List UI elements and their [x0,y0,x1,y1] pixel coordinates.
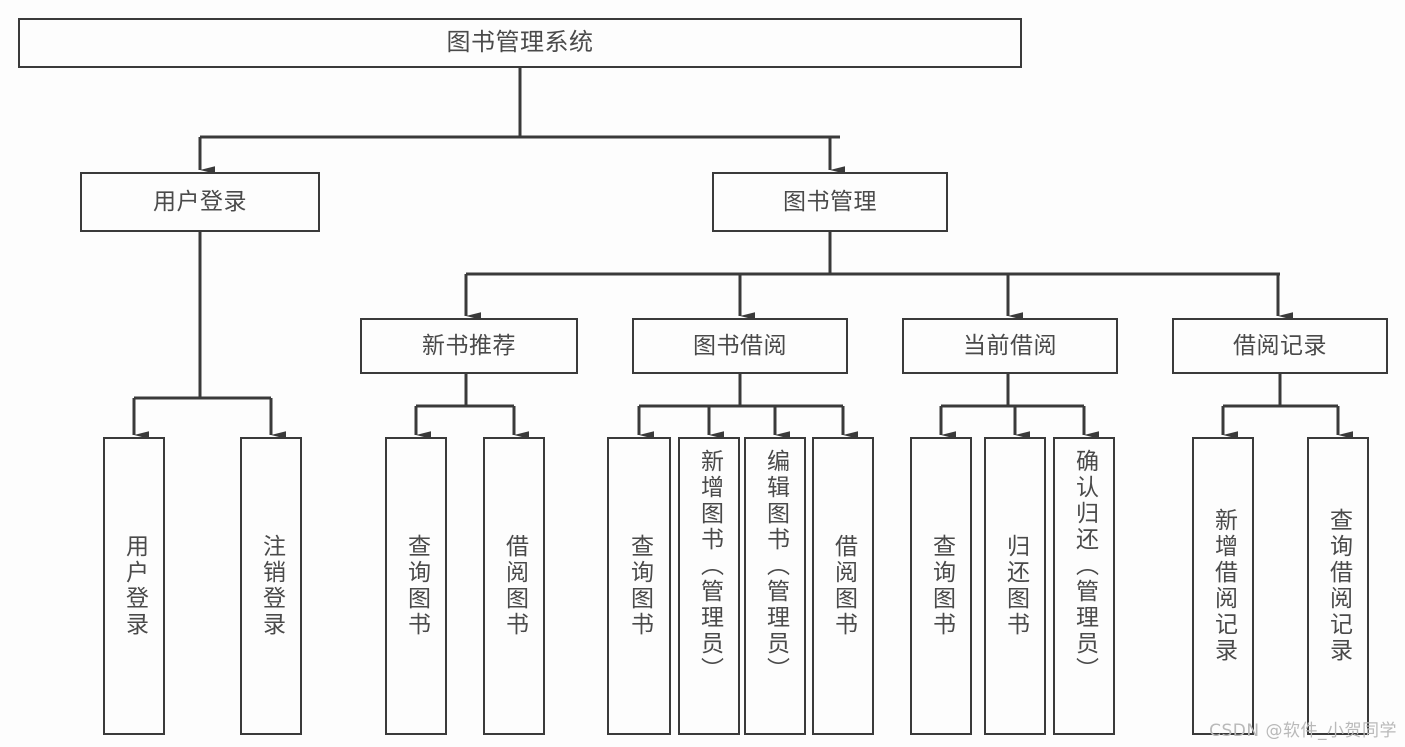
node-leaf-borrow-book-2[interactable]: 借阅图书 [812,437,874,735]
node-leaf-edit-book[interactable]: 编辑图书（管理员） [744,437,806,735]
node-leaf-query-book-2[interactable]: 查询图书 [607,437,671,735]
node-borrow-record[interactable]: 借阅记录 [1172,318,1388,374]
node-leaf-add-record[interactable]: 新增借阅记录 [1192,437,1254,735]
node-leaf-user-login[interactable]: 用户登录 [103,437,165,735]
node-leaf-logout-label: 注销登录 [258,534,285,638]
node-book-borrow-label: 图书借阅 [693,332,787,359]
node-current-borrow-label: 当前借阅 [963,332,1057,359]
node-leaf-user-login-label: 用户登录 [121,534,148,638]
node-root-label: 图书管理系统 [446,28,594,57]
node-leaf-borrow-book-1[interactable]: 借阅图书 [483,437,545,735]
node-leaf-logout[interactable]: 注销登录 [240,437,302,735]
node-leaf-query-record[interactable]: 查询借阅记录 [1307,437,1369,735]
node-leaf-return-book-label: 归还图书 [1002,534,1029,638]
node-user-login[interactable]: 用户登录 [80,172,320,232]
node-book-manage-label: 图书管理 [783,188,877,215]
node-new-book-rec-label: 新书推荐 [422,332,516,359]
node-borrow-record-label: 借阅记录 [1233,332,1327,359]
node-user-login-label: 用户登录 [153,188,247,215]
node-leaf-query-book-2-label: 查询图书 [626,534,653,638]
csdn-watermark: CSDN @软件_小贺同学 [1209,721,1397,741]
node-leaf-add-book[interactable]: 新增图书（管理员） [678,437,740,735]
node-leaf-confirm-return[interactable]: 确认归还（管理员） [1053,437,1115,735]
node-root[interactable]: 图书管理系统 [18,18,1022,68]
node-leaf-query-book-3[interactable]: 查询图书 [910,437,972,735]
node-leaf-add-book-label: 新增图书（管理员） [696,449,723,683]
node-current-borrow[interactable]: 当前借阅 [902,318,1118,374]
node-leaf-query-book-1[interactable]: 查询图书 [385,437,447,735]
node-leaf-return-book[interactable]: 归还图书 [984,437,1046,735]
node-book-manage[interactable]: 图书管理 [712,172,948,232]
node-leaf-confirm-return-label: 确认归还（管理员） [1071,449,1098,683]
node-leaf-edit-book-label: 编辑图书（管理员） [762,449,789,683]
node-book-borrow[interactable]: 图书借阅 [632,318,848,374]
node-new-book-rec[interactable]: 新书推荐 [360,318,578,374]
node-leaf-query-book-1-label: 查询图书 [403,534,430,638]
node-leaf-query-record-label: 查询借阅记录 [1325,508,1352,664]
node-leaf-borrow-book-1-label: 借阅图书 [501,534,528,638]
node-leaf-query-book-3-label: 查询图书 [928,534,955,638]
node-leaf-borrow-book-2-label: 借阅图书 [830,534,857,638]
node-leaf-add-record-label: 新增借阅记录 [1210,508,1237,664]
